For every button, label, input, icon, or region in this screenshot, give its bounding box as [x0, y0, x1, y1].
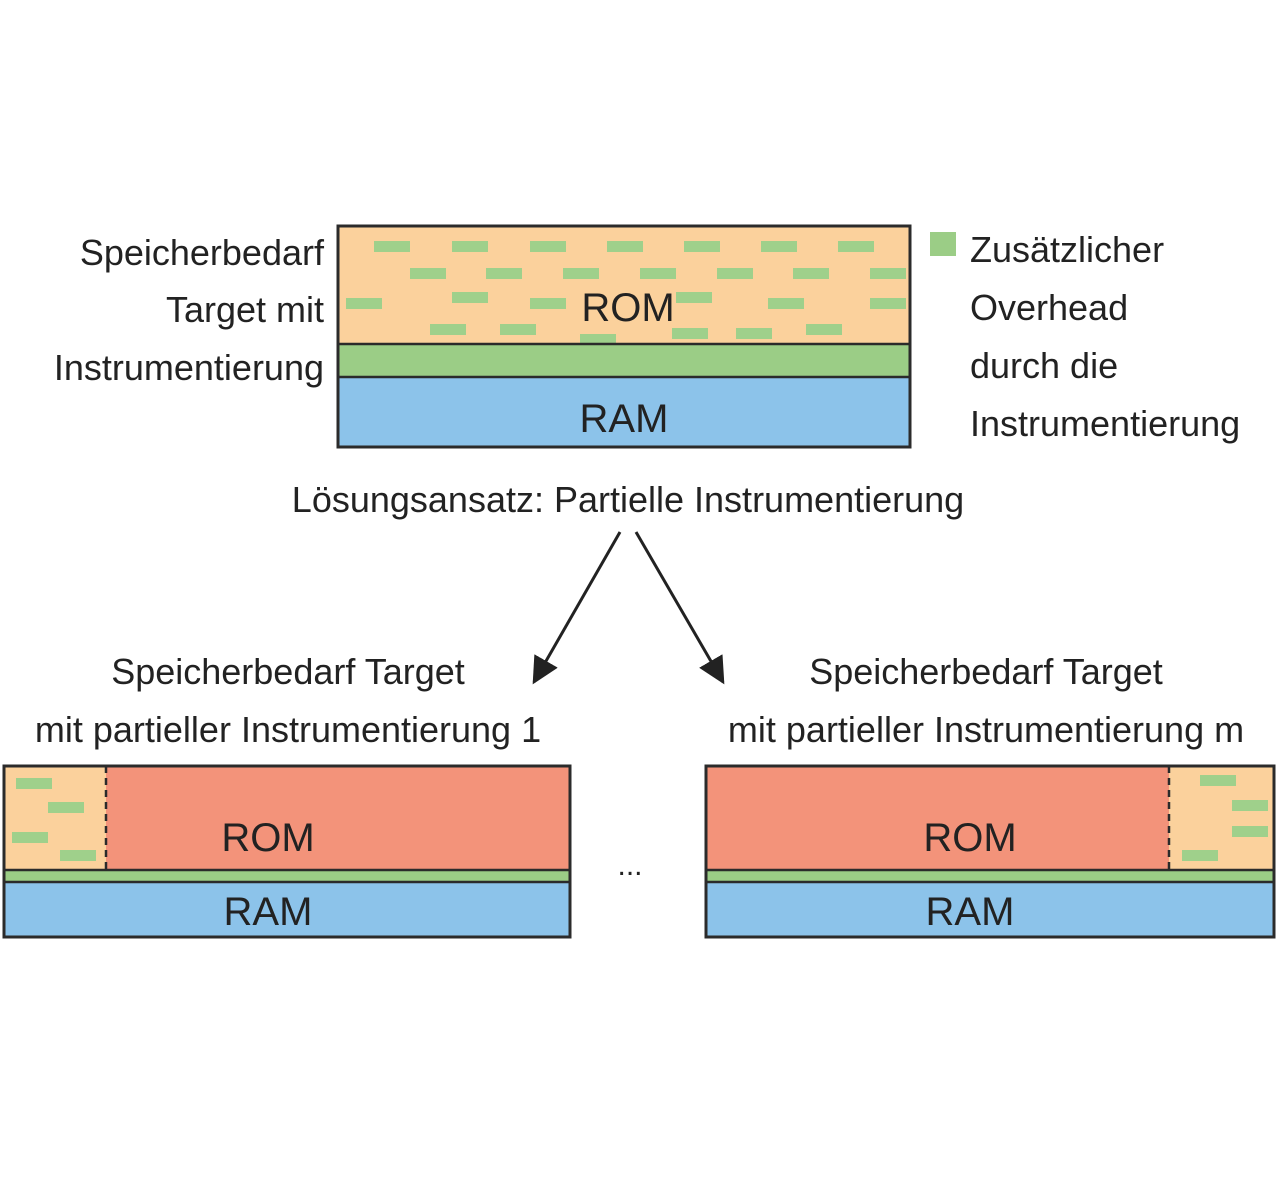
legend: Zusätzlicher Overhead durch die Instrume… — [930, 229, 1240, 444]
overhead-dash — [1200, 775, 1236, 786]
overhead-dash — [452, 241, 488, 252]
overhead-dash — [346, 298, 382, 309]
left-memory-block: Speicherbedarf Target mit partieller Ins… — [2, 651, 572, 939]
overhead-dash — [1182, 850, 1218, 861]
legend-text-line-1: Zusätzlicher — [970, 229, 1164, 270]
overhead-dash — [1232, 800, 1268, 811]
top-rom-overhead-dashes — [346, 241, 906, 345]
top-side-label-line-3: Instrumentierung — [54, 347, 324, 388]
overhead-dash — [530, 241, 566, 252]
overhead-dash — [48, 802, 84, 813]
right-title-line-2: mit partieller Instrumentierung m — [728, 709, 1244, 750]
overhead-dash — [500, 324, 536, 335]
legend-text-line-4: Instrumentierung — [970, 403, 1240, 444]
top-side-label-line-1: Speicherbedarf — [80, 232, 325, 273]
overhead-dash — [580, 334, 616, 345]
overhead-dash — [684, 241, 720, 252]
left-ram-label: RAM — [224, 890, 313, 934]
overhead-dash — [1232, 826, 1268, 837]
right-rom-overhead-dashes — [1182, 775, 1268, 861]
left-block-border — [2, 764, 572, 939]
overhead-dash — [410, 268, 446, 279]
left-overhead-segment — [4, 870, 570, 882]
right-block-border — [704, 764, 1276, 939]
overhead-dash — [672, 328, 708, 339]
right-rom-segment — [706, 766, 1169, 870]
right-title-line-1: Speicherbedarf Target — [809, 651, 1163, 692]
overhead-dash — [870, 268, 906, 279]
legend-swatch — [930, 232, 956, 256]
overhead-dash — [374, 241, 410, 252]
left-rom-label: ROM — [221, 816, 314, 860]
top-block-border — [336, 224, 912, 449]
right-memory-block: Speicherbedarf Target mit partieller Ins… — [704, 651, 1276, 939]
overhead-dash — [607, 241, 643, 252]
left-title-line-1: Speicherbedarf Target — [111, 651, 465, 692]
overhead-dash — [870, 298, 906, 309]
right-rom-label: ROM — [923, 816, 1016, 860]
overhead-dash — [16, 778, 52, 789]
top-memory-block: Speicherbedarf Target mit Instrumentieru… — [54, 224, 912, 449]
left-rom-segment — [106, 766, 570, 870]
arrow-right — [634, 531, 725, 685]
overhead-dash — [768, 298, 804, 309]
overhead-dash — [486, 268, 522, 279]
overhead-dash — [717, 268, 753, 279]
right-ram-label: RAM — [926, 890, 1015, 934]
overhead-dash — [452, 292, 488, 303]
right-ram-segment — [706, 882, 1274, 937]
overhead-dash — [806, 324, 842, 335]
overhead-dash — [12, 832, 48, 843]
overhead-dash — [640, 268, 676, 279]
top-ram-label: RAM — [580, 397, 669, 441]
overhead-dash — [60, 850, 96, 861]
overhead-dash — [838, 241, 874, 252]
left-ram-segment — [4, 882, 570, 937]
legend-text-line-2: Overhead — [970, 287, 1128, 328]
overhead-dash — [761, 241, 797, 252]
arrow-left — [532, 531, 622, 685]
ellipsis: ... — [617, 849, 642, 882]
overhead-dash — [530, 298, 566, 309]
top-ram-segment — [338, 377, 910, 447]
top-overhead-segment — [338, 344, 910, 377]
left-rom-overhead-dashes — [12, 778, 96, 861]
overhead-dash — [793, 268, 829, 279]
overhead-dash — [676, 292, 712, 303]
legend-text-line-3: durch die — [970, 345, 1118, 386]
solution-label: Lösungsansatz: Partielle Instrumentierun… — [292, 479, 964, 520]
overhead-dash — [563, 268, 599, 279]
left-title-line-2: mit partieller Instrumentierung 1 — [35, 709, 541, 750]
right-overhead-segment — [706, 870, 1274, 882]
top-rom-label: ROM — [581, 286, 674, 330]
overhead-dash — [430, 324, 466, 335]
overhead-dash — [736, 328, 772, 339]
top-side-label-line-2: Target mit — [166, 289, 324, 330]
